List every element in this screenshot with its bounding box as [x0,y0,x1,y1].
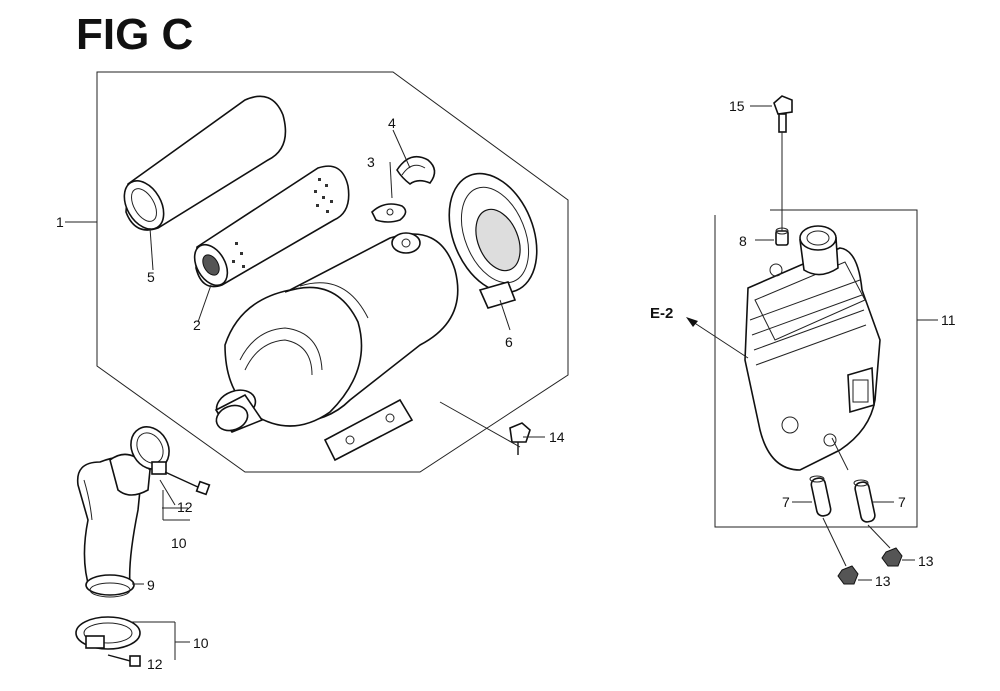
resonator-assembly-outline [714,209,918,528]
screw-lower[interactable] [107,654,141,667]
bolt-part-15[interactable] [773,95,793,133]
callout-labels: 1 2 3 4 5 6 7 7 8 9 10 10 11 12 12 13 13… [56,98,956,672]
reference-e2[interactable]: E-2 [650,305,673,322]
callout-13-lower: 13 [875,573,891,589]
outer-foam-element[interactable] [116,95,287,236]
callout-7-right: 7 [898,494,906,510]
callout-10-upper: 10 [171,535,187,551]
callout-5: 5 [147,269,155,285]
screw-upper[interactable] [164,471,211,496]
callout-1: 1 [56,214,64,230]
air-cleaner-assembly-outline [96,71,569,473]
callout-12-lower: 12 [147,656,163,672]
clamp-part-4[interactable] [396,155,436,185]
callout-11: 11 [941,312,956,328]
callout-12-upper: 12 [177,499,193,515]
air-cleaner-case[interactable] [212,232,459,462]
band-clamp-lower[interactable] [75,616,141,650]
callout-6: 6 [505,334,513,350]
paper-filter-element[interactable] [188,165,350,291]
callout-13-upper: 13 [918,553,934,569]
callout-15: 15 [729,98,745,114]
resonator-chamber[interactable] [744,225,881,471]
air-cleaner-cover[interactable] [433,161,554,309]
bolt-part-14[interactable] [509,422,531,455]
callout-8: 8 [739,233,747,249]
cap-part-13-lower[interactable] [837,565,859,585]
collar-part-8[interactable] [775,227,789,246]
callout-2: 2 [193,317,201,333]
callout-14: 14 [549,429,565,445]
callout-7-left: 7 [782,494,790,510]
intake-tube[interactable] [76,453,151,598]
reference-arrow [686,317,698,327]
callout-4: 4 [388,115,396,131]
band-clamp-upper[interactable] [123,420,176,476]
leader-lines [65,105,938,660]
callout-9: 9 [147,577,155,593]
cap-part-13-upper[interactable] [881,547,903,567]
callout-10-lower: 10 [193,635,209,651]
clip-part-3[interactable] [371,203,407,223]
figure-title: FIG C [76,10,194,59]
drain-tube-left[interactable] [809,475,832,517]
callout-3: 3 [367,154,375,170]
drain-tube-right[interactable] [853,479,876,523]
